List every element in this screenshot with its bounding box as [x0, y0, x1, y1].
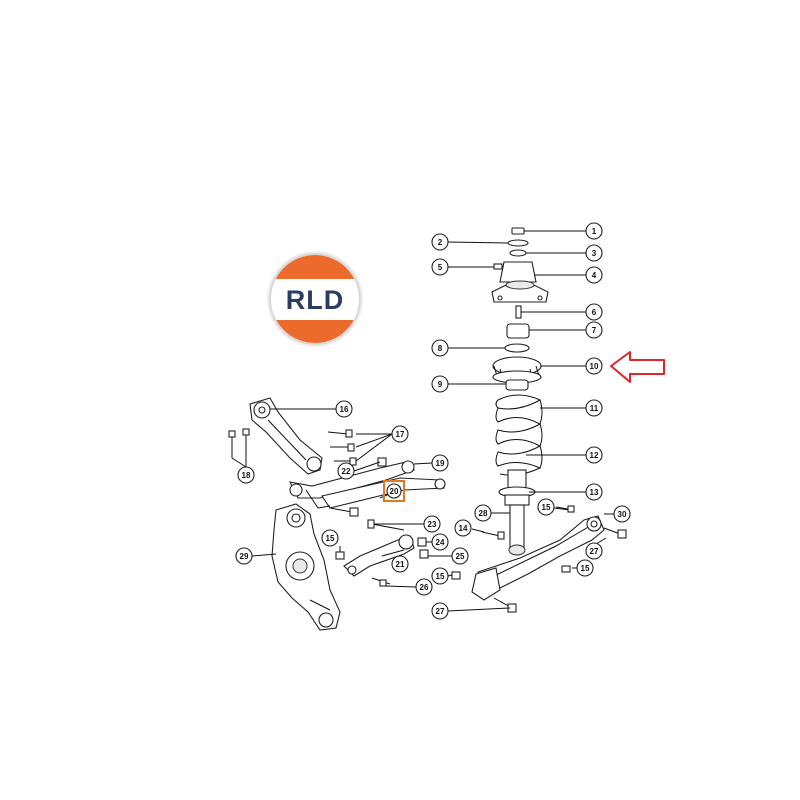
callout-23: 23 [423, 515, 441, 533]
svg-text:26: 26 [420, 583, 429, 592]
callout-3: 3 [585, 244, 603, 262]
callout-16: 16 [335, 400, 353, 418]
svg-text:4: 4 [592, 271, 597, 280]
svg-text:5: 5 [438, 263, 443, 272]
callout-12: 12 [585, 446, 603, 464]
svg-text:25: 25 [456, 552, 465, 561]
svg-text:8: 8 [438, 344, 443, 353]
svg-text:3: 3 [592, 249, 597, 258]
svg-text:16: 16 [340, 405, 349, 414]
callout-21: 21 [391, 555, 409, 573]
callout-4: 4 [585, 266, 603, 284]
knuckle [271, 503, 341, 631]
callout-15-shock: 15 [537, 498, 555, 516]
svg-text:20: 20 [390, 487, 399, 496]
callout-27-bottom: 27 [431, 602, 449, 620]
callout-28: 28 [474, 504, 492, 522]
svg-text:9: 9 [438, 380, 443, 389]
svg-text:13: 13 [590, 488, 599, 497]
svg-text:21: 21 [396, 560, 405, 569]
svg-text:15: 15 [436, 572, 445, 581]
callout-13: 13 [585, 483, 603, 501]
callout-10: 10 [585, 357, 603, 375]
svg-text:10: 10 [590, 362, 599, 371]
upper-control-arm [228, 397, 357, 475]
callout-27-right: 27 [585, 542, 603, 560]
svg-text:22: 22 [342, 467, 351, 476]
callout-19: 19 [431, 454, 449, 472]
svg-text:12: 12 [590, 451, 599, 460]
svg-text:18: 18 [242, 471, 251, 480]
callout-29: 29 [235, 547, 253, 565]
callout-26: 26 [415, 578, 433, 596]
svg-text:30: 30 [618, 510, 627, 519]
svg-text:1: 1 [592, 227, 597, 236]
callout-8: 8 [431, 339, 449, 357]
callout-18: 18 [237, 466, 255, 484]
svg-text:15: 15 [326, 534, 335, 543]
svg-text:2: 2 [438, 238, 443, 247]
leader-lines [231, 230, 614, 612]
highlight-box [383, 480, 405, 502]
callout-11: 11 [585, 399, 603, 417]
svg-text:27: 27 [436, 607, 445, 616]
svg-text:6: 6 [592, 308, 597, 317]
callout-24: 24 [431, 533, 449, 551]
svg-text:17: 17 [396, 430, 405, 439]
svg-text:15: 15 [542, 503, 551, 512]
callout-7: 7 [585, 321, 603, 339]
svg-text:27: 27 [590, 547, 599, 556]
callout-2: 2 [431, 233, 449, 251]
callout-25: 25 [451, 547, 469, 565]
svg-text:29: 29 [240, 552, 249, 561]
lower-control-arm [471, 505, 627, 613]
callout-15-knuckle: 15 [321, 529, 339, 547]
logo-text: RLD [286, 285, 345, 315]
callout-5: 5 [431, 258, 449, 276]
brand-logo: RLD [267, 251, 363, 347]
callout-15-toe: 15 [431, 567, 449, 585]
svg-text:28: 28 [479, 509, 488, 518]
callout-30: 30 [613, 505, 631, 523]
callout-14: 14 [454, 519, 472, 537]
svg-text:24: 24 [436, 538, 445, 547]
callout-15-arm: 15 [576, 559, 594, 577]
svg-text:23: 23 [428, 520, 437, 529]
svg-text:14: 14 [459, 524, 468, 533]
callout-22: 22 [337, 462, 355, 480]
callouts: 1 2 3 4 5 6 7 8 9 10 11 12 13 14 15 15 1… [235, 222, 631, 620]
callout-9: 9 [431, 375, 449, 393]
svg-text:15: 15 [581, 564, 590, 573]
highlight-arrow [610, 351, 665, 383]
callout-17: 17 [391, 425, 409, 443]
strut-assembly [491, 227, 549, 556]
callout-20-highlighted: 20 [383, 480, 405, 502]
svg-text:7: 7 [592, 326, 597, 335]
callout-6: 6 [585, 303, 603, 321]
svg-text:11: 11 [590, 404, 599, 413]
callout-1: 1 [585, 222, 603, 240]
svg-text:19: 19 [436, 459, 445, 468]
